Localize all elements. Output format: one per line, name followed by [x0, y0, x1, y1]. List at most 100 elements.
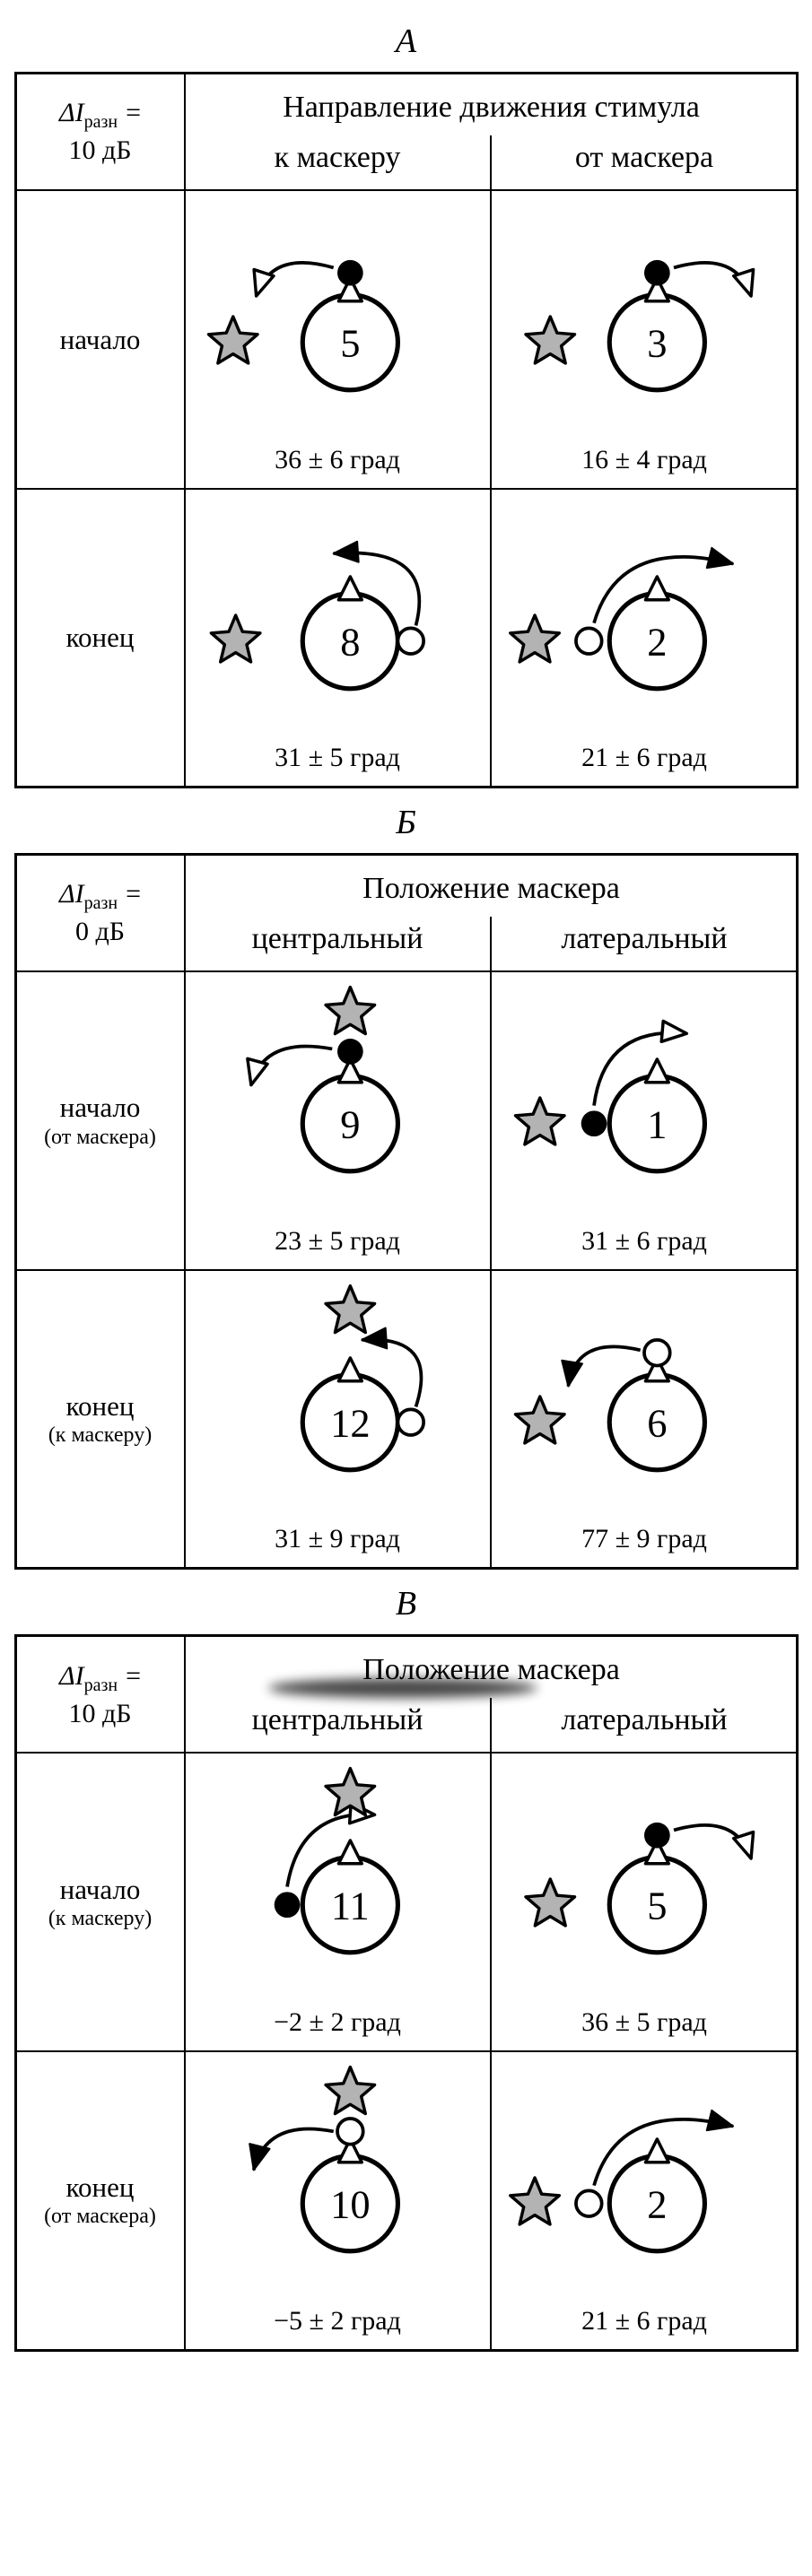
arrowhead-open-icon [246, 1057, 269, 1087]
condition-cell: ΔIразн= 10 дБ [17, 74, 186, 189]
subject-count: 10 [330, 2181, 370, 2226]
condition-value: 0 дБ [75, 917, 125, 947]
diagram-cell: 5 36 ± 6 град [185, 189, 492, 488]
row-sublabel-text: (к маскеру) [48, 1906, 153, 1930]
table-a-header: Направление движения стимула к маскеру о… [186, 74, 798, 189]
head-diagram: 12 [300, 1284, 425, 1473]
stimulus-dot-open-icon [574, 2189, 604, 2218]
row-label: начало (от маскера) [16, 970, 186, 1269]
subject-count: 2 [647, 2181, 667, 2226]
row-label: начало [16, 189, 186, 488]
nose-icon [336, 276, 363, 303]
masker-star-icon [324, 2065, 377, 2116]
arrowhead-open-icon [659, 1019, 689, 1044]
shift-value: 31 ± 6 град [581, 1225, 707, 1256]
arrowhead-open-icon [732, 267, 755, 298]
condition-subscript: разн [83, 1675, 118, 1695]
arrowhead-filled-icon [705, 546, 734, 569]
shift-value: −2 ± 2 град [274, 2006, 401, 2037]
subject-count: 6 [647, 1400, 667, 1445]
column-header-1: центральный [186, 1698, 492, 1753]
stimulus-dot-open-icon [396, 1407, 425, 1437]
nose-icon [643, 1356, 670, 1383]
arrowhead-open-icon [252, 267, 275, 298]
row-label-text: начало [59, 323, 141, 355]
nose-icon [643, 276, 670, 303]
header-title: Положение маскера [362, 872, 620, 906]
table-v-header: Положение маскера центральный латеральны… [186, 1637, 798, 1753]
delta-i-symbol: ΔI [58, 98, 84, 128]
subject-count: 12 [330, 1400, 370, 1445]
header-title: Положение маскера [362, 1653, 620, 1687]
masker-star-icon [524, 315, 577, 365]
nose-icon [643, 1839, 670, 1866]
condition-label: ΔIразн= [59, 96, 141, 134]
table-b-header: Положение маскера центральный латеральны… [186, 856, 798, 971]
header-columns: к маскеру от маскера [186, 135, 798, 189]
nose-icon [336, 2137, 363, 2164]
column-header-2: латеральный [561, 922, 728, 956]
header-columns: центральный латеральный [186, 1698, 798, 1753]
arrowhead-filled-icon [705, 2109, 734, 2132]
arrowhead-filled-icon [332, 540, 360, 563]
stimulus-dot-filled-icon [644, 1823, 670, 1849]
diagram-cell: 8 31 ± 5 град [185, 487, 492, 787]
head-diagram: 5 [206, 259, 401, 393]
condition-value: 10 дБ [68, 135, 132, 166]
row-label-text: конец [65, 1390, 135, 1423]
arrowhead-open-icon [732, 1831, 755, 1861]
condition-cell: ΔIразн= 0 дБ [17, 856, 186, 971]
nose-icon [336, 1356, 363, 1383]
shift-value: 31 ± 9 град [275, 1524, 400, 1554]
table-a: ΔIразн= 10 дБ Направление движения стиму… [13, 72, 799, 789]
nose-icon [643, 1057, 670, 1084]
subject-count: 1 [647, 1102, 667, 1147]
shift-value: 77 ± 9 град [581, 1524, 707, 1554]
subject-count: 11 [331, 1884, 370, 1928]
stimulus-dot-filled-icon [581, 1110, 607, 1137]
masker-star-icon [206, 315, 259, 365]
row-label: конец (к маскеру) [16, 1268, 186, 1568]
head-diagram: 11 [274, 1767, 401, 1955]
equals-sign: = [126, 98, 141, 128]
equals-sign: = [126, 879, 141, 909]
panel-b-title: Б [396, 804, 416, 842]
arrowhead-filled-icon [561, 1359, 583, 1388]
shift-value: −5 ± 2 град [274, 2305, 401, 2336]
stimulus-dot-filled-icon [274, 1892, 301, 1919]
diagram-cell: 1 31 ± 6 град [491, 970, 798, 1269]
diagram-cell: 9 23 ± 5 град [185, 970, 492, 1269]
panel-b: Б ΔIразн= 0 дБ Положение маскера централ… [0, 803, 812, 1571]
shift-value: 16 ± 4 град [581, 444, 707, 474]
head-diagram: 8 [209, 540, 425, 691]
masker-star-icon [513, 1395, 566, 1445]
masker-star-icon [509, 613, 562, 664]
arrowhead-filled-icon [361, 1327, 389, 1350]
masker-star-icon [324, 986, 377, 1036]
subject-count: 5 [340, 320, 360, 365]
head-diagram: 2 [509, 546, 734, 691]
diagram-cell: 5 36 ± 5 град [491, 1752, 798, 2050]
head-diagram: 2 [509, 2109, 734, 2254]
masker-star-icon [524, 1877, 577, 1928]
head-diagram: 1 [513, 1019, 708, 1174]
header-columns: центральный латеральный [186, 917, 798, 971]
row-label-text: начало [59, 1092, 141, 1124]
figure: А ΔIразн= 10 дБ Направление движения сти… [0, 22, 812, 2352]
subject-count: 5 [647, 1884, 667, 1928]
masker-star-icon [513, 1096, 566, 1146]
shift-value: 21 ± 6 град [581, 2305, 707, 2336]
stimulus-dot-filled-icon [644, 259, 670, 286]
stimulus-dot-filled-icon [337, 1039, 363, 1065]
diagram-cell: 6 77 ± 9 град [491, 1268, 798, 1568]
condition-label: ΔIразн= [59, 877, 141, 915]
diagram-cell: 11 −2 ± 2 град [185, 1752, 492, 2050]
diagram-cell: 3 16 ± 4 град [491, 189, 798, 488]
masker-star-icon [509, 2176, 562, 2226]
condition-subscript: разн [83, 893, 118, 914]
stimulus-dot-open-icon [396, 626, 425, 656]
shift-value: 36 ± 5 град [581, 2006, 707, 2037]
movement-arc [592, 2118, 734, 2187]
condition-label: ΔIразн= [59, 1659, 141, 1697]
nose-icon [336, 1839, 363, 1866]
